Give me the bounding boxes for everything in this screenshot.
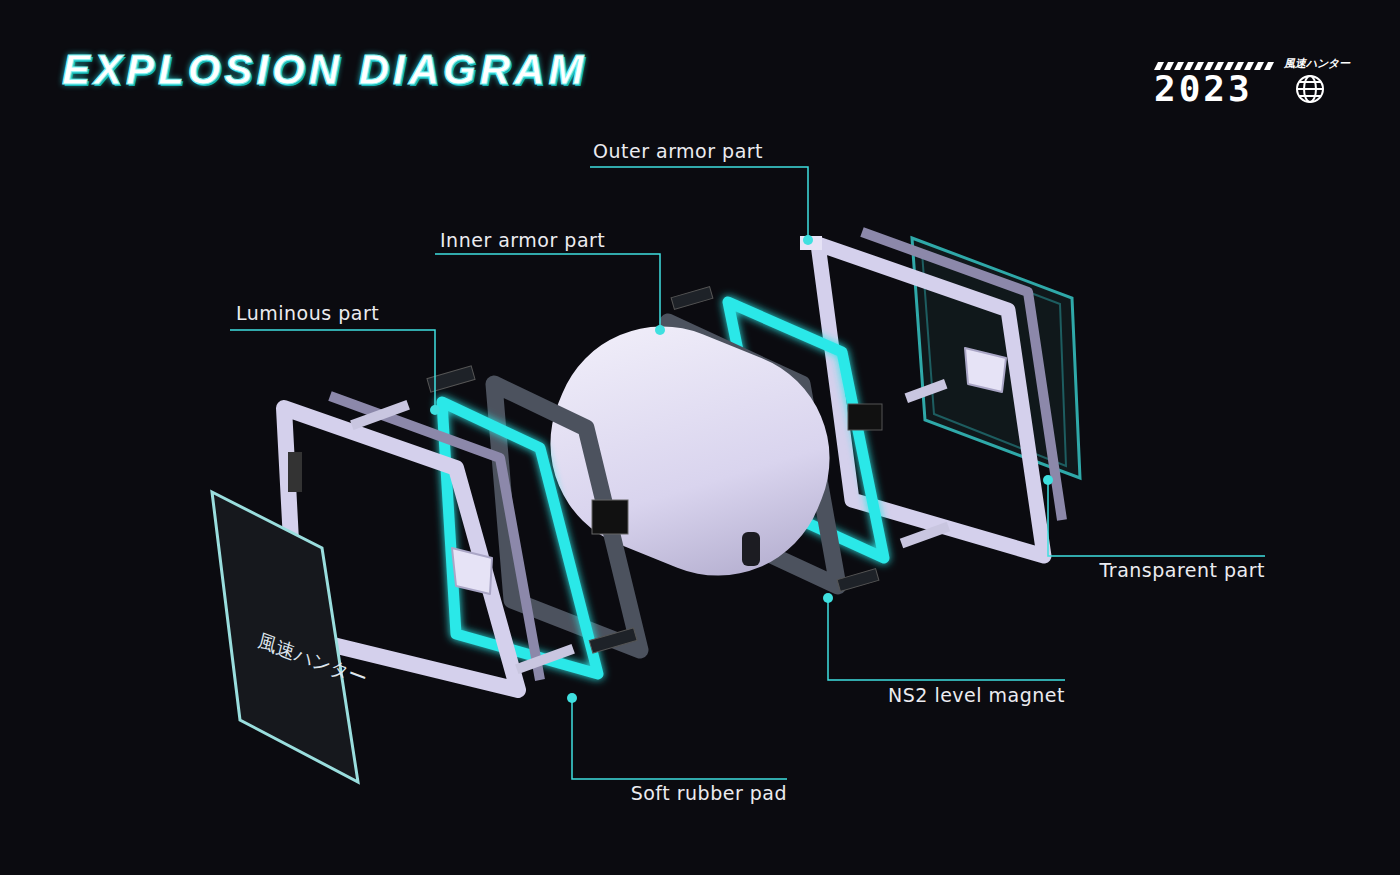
- leader-lines: [230, 167, 1265, 779]
- inner-armor-left: [494, 384, 640, 650]
- part-label: Outer armor part: [593, 140, 763, 162]
- rubber-pads: [350, 379, 950, 674]
- brand-mark: 風速ハンター: [1284, 56, 1350, 71]
- diagram-title: EXPLOSION DIAGRAM: [62, 46, 587, 94]
- year-label: 2023: [1154, 68, 1253, 109]
- part-label: Transparent part: [1100, 559, 1266, 581]
- part-label: NS2 level magnet: [888, 684, 1065, 706]
- magnets: [427, 287, 879, 653]
- part-label: Luminous part: [236, 302, 379, 324]
- outer-armor-right: [800, 232, 1062, 556]
- leader-dots: [430, 235, 1053, 703]
- part-label: Soft rubber pad: [631, 782, 787, 804]
- globe-icon: [1297, 76, 1323, 102]
- part-label: Inner armor part: [440, 229, 605, 251]
